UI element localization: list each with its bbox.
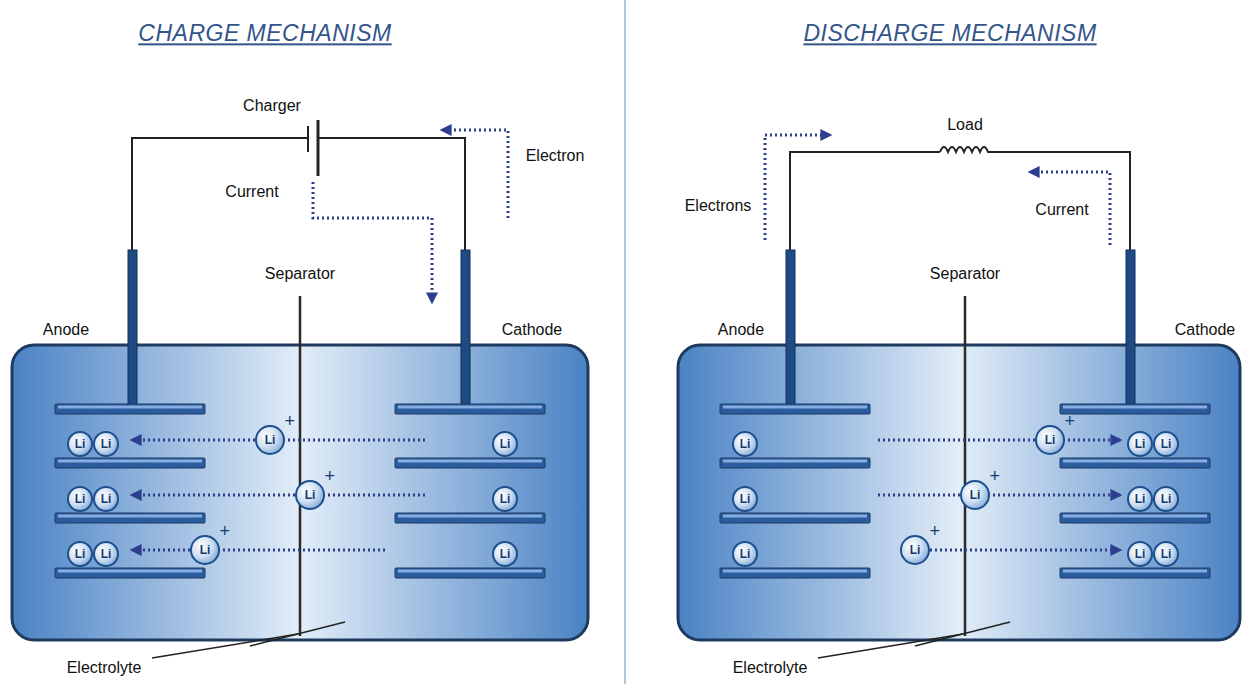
lithium-atom: Li	[1153, 431, 1179, 457]
lithium-atom: Li	[492, 431, 518, 457]
ion-symbol: Li	[75, 548, 86, 560]
electron-label: Electron	[526, 147, 585, 165]
lithium-atom: Li	[732, 486, 758, 512]
ion-symbol: Li	[1045, 434, 1056, 446]
ion-symbol: Li	[101, 438, 112, 450]
ion-symbol: Li	[101, 493, 112, 505]
ion-symbol: Li	[305, 489, 316, 501]
ion-symbol: Li	[500, 438, 511, 450]
lithium-atom: Li	[732, 431, 758, 457]
ion-symbol: Li	[910, 544, 921, 556]
charge-sign: +	[324, 467, 335, 485]
lithium-atom: Li	[732, 541, 758, 567]
lithium-ion: Li+	[1035, 425, 1065, 455]
lithium-ion: Li+	[255, 425, 285, 455]
lithium-atom: Li	[1127, 431, 1153, 457]
lithium-atom: Li	[1127, 486, 1153, 512]
ion-symbol: Li	[500, 548, 511, 560]
electrolyte-label: Electrolyte	[733, 659, 808, 677]
lithium-atom: Li	[93, 541, 119, 567]
ion-symbol: Li	[200, 544, 211, 556]
ion-symbol: Li	[500, 493, 511, 505]
ion-symbol: Li	[740, 548, 751, 560]
lithium-atom: Li	[492, 486, 518, 512]
lithium-atom: Li	[67, 541, 93, 567]
lithium-atom: Li	[1127, 541, 1153, 567]
load-label: Load	[947, 116, 983, 134]
lithium-ion: Li+	[900, 535, 930, 565]
electrons-label: Electrons	[685, 197, 752, 215]
charge-sign: +	[284, 412, 295, 430]
lithium-atom: Li	[67, 486, 93, 512]
charge-sign: +	[1064, 412, 1075, 430]
lithium-ion: Li+	[190, 535, 220, 565]
lithium-atom: Li	[93, 431, 119, 457]
anode-label: Anode	[43, 321, 89, 339]
cathode-label: Cathode	[502, 321, 563, 339]
separator-label: Separator	[930, 265, 1000, 283]
lithium-ion: Li+	[295, 480, 325, 510]
ion-symbol: Li	[1161, 493, 1172, 505]
charger-label: Charger	[243, 97, 301, 115]
charge-sign: +	[989, 467, 1000, 485]
ion-symbol: Li	[970, 489, 981, 501]
anode-label: Anode	[718, 321, 764, 339]
lithium-atom: Li	[492, 541, 518, 567]
current-label: Current	[1035, 201, 1088, 219]
charge-sign: +	[219, 522, 230, 540]
ion-symbol: Li	[740, 493, 751, 505]
panel-title: DISCHARGE MECHANISM	[803, 21, 1096, 46]
ion-symbol: Li	[75, 493, 86, 505]
ion-symbol: Li	[1135, 438, 1146, 450]
ion-symbol: Li	[101, 548, 112, 560]
ion-symbol: Li	[1135, 548, 1146, 560]
cathode-label: Cathode	[1175, 321, 1236, 339]
electrolyte-label: Electrolyte	[67, 659, 142, 677]
lithium-atom: Li	[1153, 541, 1179, 567]
lithium-atom: Li	[1153, 486, 1179, 512]
ion-symbol: Li	[1161, 548, 1172, 560]
lithium-atom: Li	[93, 486, 119, 512]
current-label: Current	[225, 183, 278, 201]
ion-symbol: Li	[740, 438, 751, 450]
ion-symbol: Li	[265, 434, 276, 446]
lithium-ion: Li+	[960, 480, 990, 510]
ion-symbol: Li	[1135, 493, 1146, 505]
lithium-atom: Li	[67, 431, 93, 457]
ion-symbol: Li	[75, 438, 86, 450]
panel-title: CHARGE MECHANISM	[138, 21, 391, 46]
separator-label: Separator	[265, 265, 335, 283]
ion-symbol: Li	[1161, 438, 1172, 450]
charge-sign: +	[929, 522, 940, 540]
